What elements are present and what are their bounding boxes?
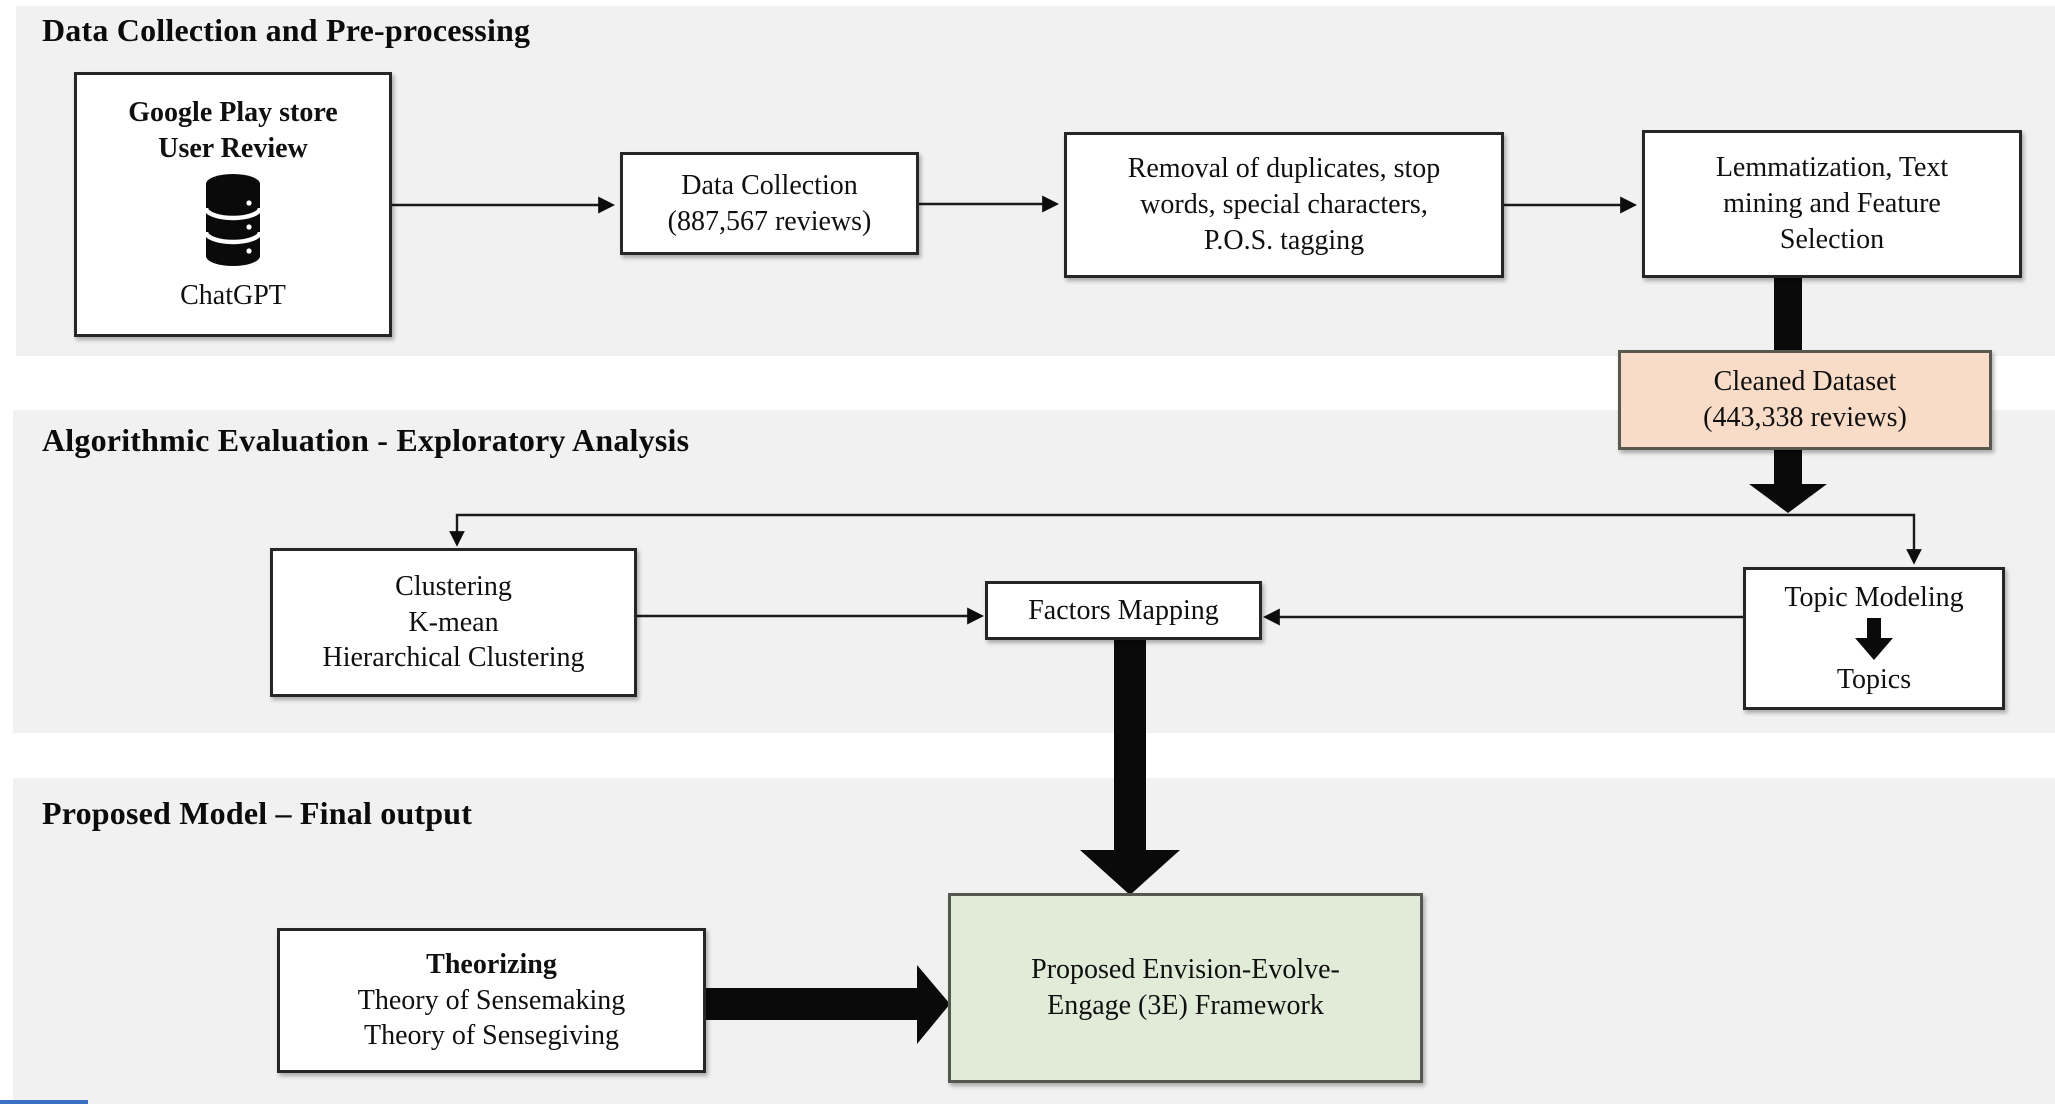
thick-arrow-cleaned-to-branch	[1749, 450, 1827, 513]
box-theorizing: Theorizing Theory of Sensemaking Theory …	[277, 928, 706, 1073]
theorizing-line2: Theory of Sensemaking	[357, 984, 626, 1016]
clustering-line2: K-mean	[408, 606, 499, 638]
thick-arrow-theorizing-to-framework	[706, 965, 950, 1044]
factors-mapping-label: Factors Mapping	[1028, 594, 1219, 626]
source-caption: ChatGPT	[180, 280, 286, 312]
theorizing-line3: Theory of Sensegiving	[363, 1020, 620, 1052]
removal-line3: P.O.S. tagging	[1203, 224, 1365, 256]
box-cleaned-dataset: Cleaned Dataset (443,338 reviews)	[1618, 350, 1992, 450]
lemmatization-line2: mining and Feature	[1723, 188, 1941, 220]
box-data-collection: Data Collection (887,567 reviews)	[620, 152, 919, 255]
source-title-line2: User Review	[158, 132, 308, 164]
data-collection-line1: Data Collection	[681, 169, 858, 201]
cleaned-dataset-line1: Cleaned Dataset	[1713, 366, 1897, 398]
topic-modeling-line1: Topic Modeling	[1784, 581, 1964, 613]
database-icon	[203, 174, 263, 267]
bottom-left-blue-bar	[0, 1100, 88, 1104]
down-arrow-icon	[1855, 617, 1893, 660]
removal-line2: words, special characters,	[1140, 189, 1428, 221]
box-framework: Proposed Envision-Evolve- Engage (3E) Fr…	[948, 893, 1423, 1083]
branch-line-to-clustering-and-topicmodeling	[449, 513, 1922, 565]
clustering-line3: Hierarchical Clustering	[322, 642, 585, 674]
cleaned-dataset-line2: (443,338 reviews)	[1703, 402, 1907, 433]
framework-line2: Engage (3E) Framework	[1047, 990, 1324, 1021]
removal-line1: Removal of duplicates, stop	[1127, 153, 1441, 185]
thick-arrow-factorsmapping-to-framework	[1080, 640, 1180, 895]
theorizing-line1: Theorizing	[426, 948, 557, 980]
section-title-evaluation: Algorithmic Evaluation - Exploratory Ana…	[42, 422, 690, 458]
source-title-line1: Google Play store	[128, 96, 338, 128]
data-collection-line2: (887,567 reviews)	[667, 205, 872, 237]
clustering-line1: Clustering	[395, 570, 512, 602]
box-clustering: Clustering K-mean Hierarchical Clusterin…	[270, 548, 637, 697]
box-lemmatization: Lemmatization, Text mining and Feature S…	[1642, 130, 2022, 278]
box-source-google-play: Google Play store User Review ChatGPT	[74, 72, 392, 337]
lemmatization-line3: Selection	[1779, 223, 1885, 255]
box-topic-modeling: Topic Modeling Topics	[1743, 567, 2005, 710]
topic-modeling-line2: Topics	[1836, 663, 1912, 695]
box-factors-mapping: Factors Mapping	[985, 581, 1262, 640]
section-title-proposed: Proposed Model – Final output	[42, 795, 473, 831]
box-removal: Removal of duplicates, stop words, speci…	[1064, 132, 1504, 278]
section-title-preprocessing: Data Collection and Pre-processing	[42, 12, 531, 48]
thick-arrow-lemmatization-to-cleaned	[1774, 277, 1802, 351]
lemmatization-line1: Lemmatization, Text	[1715, 152, 1949, 184]
framework-line1: Proposed Envision-Evolve-	[1031, 954, 1340, 986]
